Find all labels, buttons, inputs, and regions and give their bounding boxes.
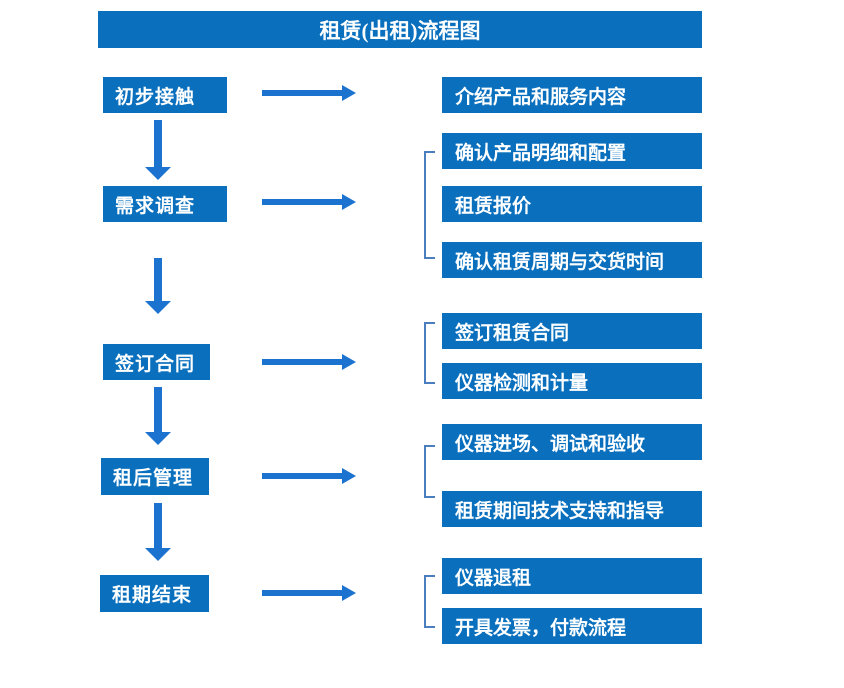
arrow-shaft xyxy=(154,120,162,168)
detail-box-technical-support: 租赁期间技术支持和指导 xyxy=(442,491,702,527)
detail-label: 开具发票，付款流程 xyxy=(455,617,627,639)
detail-box-sign-rental-contract: 签订租赁合同 xyxy=(442,313,702,349)
arrow-head-icon xyxy=(342,585,356,601)
arrow-right-3 xyxy=(262,354,356,370)
arrow-shaft xyxy=(262,359,344,365)
flow-step-label: 初步接触 xyxy=(115,86,196,108)
bracket-group-rental-end xyxy=(424,575,435,628)
detail-label: 确认租赁周期与交货时间 xyxy=(455,251,665,273)
bracket-group-sign-contract xyxy=(424,322,435,384)
flow-step-label: 签订合同 xyxy=(115,353,196,375)
flow-step-label: 租期结束 xyxy=(112,585,193,606)
detail-label: 租赁期间技术支持和指导 xyxy=(455,500,665,522)
arrow-right-5 xyxy=(262,585,356,601)
detail-box-instrument-setup: 仪器进场、调试和验收 xyxy=(442,424,702,460)
detail-label: 确认产品明细和配置 xyxy=(455,142,627,164)
arrow-head-icon xyxy=(342,85,356,101)
arrow-shaft xyxy=(262,90,344,96)
detail-label: 签订租赁合同 xyxy=(455,322,570,344)
flow-step-demand-survey: 需求调查 xyxy=(103,186,227,222)
arrow-shaft xyxy=(262,590,344,596)
arrow-right-4 xyxy=(262,468,356,484)
detail-label: 仪器进场、调试和验收 xyxy=(455,433,646,455)
flow-step-post-rental-management: 租后管理 xyxy=(101,458,209,495)
detail-box-rental-quote: 租赁报价 xyxy=(442,186,702,222)
arrow-head-icon xyxy=(342,468,356,484)
arrow-head-icon xyxy=(342,354,356,370)
detail-label: 仪器退租 xyxy=(455,567,532,589)
flow-step-initial-contact: 初步接触 xyxy=(103,77,227,113)
detail-box-instrument-return: 仪器退租 xyxy=(442,558,702,594)
arrow-shaft xyxy=(262,473,344,479)
detail-label: 租赁报价 xyxy=(455,195,532,217)
arrow-head-icon xyxy=(145,432,171,445)
arrow-right-1 xyxy=(262,85,356,101)
page-title: 租赁(出租)流程图 xyxy=(319,18,481,43)
arrow-shaft xyxy=(154,503,162,549)
flow-step-rental-end: 租期结束 xyxy=(100,575,209,612)
arrow-down-1 xyxy=(145,120,171,180)
bracket-group-post-rental xyxy=(424,445,435,498)
arrow-shaft xyxy=(262,199,344,205)
detail-box-invoice-payment: 开具发票，付款流程 xyxy=(442,608,702,644)
arrow-head-icon xyxy=(145,167,171,180)
title-bar: 租赁(出租)流程图 xyxy=(98,11,702,48)
detail-label: 介绍产品和服务内容 xyxy=(455,86,627,108)
bracket-group-demand-survey xyxy=(424,151,435,259)
arrow-head-icon xyxy=(145,548,171,561)
arrow-down-4 xyxy=(145,503,171,561)
flow-step-sign-contract: 签订合同 xyxy=(103,344,210,380)
detail-box-confirm-rental-period: 确认租赁周期与交货时间 xyxy=(442,242,702,278)
arrow-down-2 xyxy=(145,258,171,314)
detail-box-instrument-testing: 仪器检测和计量 xyxy=(442,363,702,399)
arrow-shaft xyxy=(154,387,162,433)
arrow-head-icon xyxy=(342,194,356,210)
flow-step-label: 租后管理 xyxy=(113,468,194,489)
detail-box-introduce-products: 介绍产品和服务内容 xyxy=(442,77,702,113)
detail-box-confirm-product-details: 确认产品明细和配置 xyxy=(442,133,702,169)
flow-step-label: 需求调查 xyxy=(115,195,196,217)
arrow-right-2 xyxy=(262,194,356,210)
arrow-head-icon xyxy=(145,301,171,314)
detail-label: 仪器检测和计量 xyxy=(455,372,589,394)
arrow-shaft xyxy=(154,258,162,302)
arrow-down-3 xyxy=(145,387,171,445)
